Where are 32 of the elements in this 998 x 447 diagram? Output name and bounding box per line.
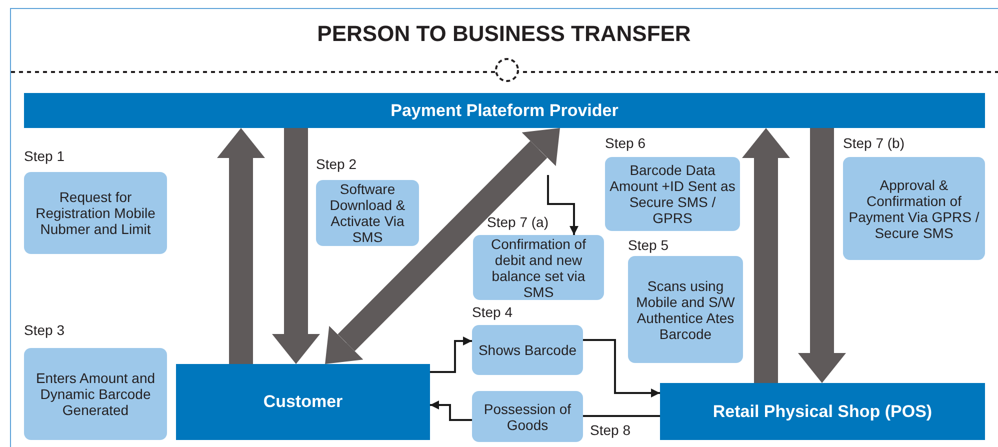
step-box: Possession of Goods bbox=[472, 391, 583, 442]
block-arrow bbox=[325, 128, 560, 364]
arrow bbox=[430, 400, 472, 421]
step-label: Step 7 (a) bbox=[487, 214, 548, 230]
step-box: Request for Registration Mobile Nubmer and Limit bbox=[24, 172, 167, 254]
arrow bbox=[430, 336, 472, 373]
step-label: Step 8 bbox=[590, 422, 630, 438]
step-box: Software Download & Activate Via SMS bbox=[316, 180, 419, 246]
step-label: Step 6 bbox=[605, 135, 646, 151]
entity-box: Retail Physical Shop (POS) bbox=[660, 383, 985, 440]
step-box: Confirmation of debit and new balance set via SMS bbox=[473, 235, 604, 300]
arrow bbox=[583, 339, 660, 398]
step-box: Shows Barcode bbox=[472, 325, 583, 375]
entity-box: Customer bbox=[176, 364, 430, 440]
connector-line bbox=[583, 415, 660, 417]
step-box: Scans using Mobile and S/W Authentice Ates Barcode bbox=[628, 256, 743, 363]
block-arrow bbox=[742, 128, 790, 383]
step-box: Enters Amount and Dynamic Barcode Generated bbox=[24, 348, 167, 440]
entity-box: Payment Plateform Provider bbox=[24, 93, 985, 128]
step-box: Barcode Data Amount +ID Sent as Secure SMS / GPRS bbox=[605, 157, 740, 231]
step-label: Step 1 bbox=[24, 148, 64, 164]
step-label: Step 4 bbox=[472, 304, 512, 320]
block-arrow bbox=[217, 128, 265, 364]
block-arrow bbox=[798, 128, 846, 383]
step-label: Step 5 bbox=[628, 237, 668, 253]
step-label: Step 3 bbox=[24, 322, 64, 338]
step-label: Step 2 bbox=[316, 156, 356, 172]
step-label: Step 7 (b) bbox=[843, 135, 904, 151]
step-box: Approval & Confirmation of Payment Via GPRS / Secure SMS bbox=[843, 157, 985, 260]
diagram-title: PERSON TO BUSINESS TRANSFER bbox=[317, 20, 691, 48]
arrow bbox=[547, 175, 578, 235]
block-arrow bbox=[272, 128, 320, 364]
